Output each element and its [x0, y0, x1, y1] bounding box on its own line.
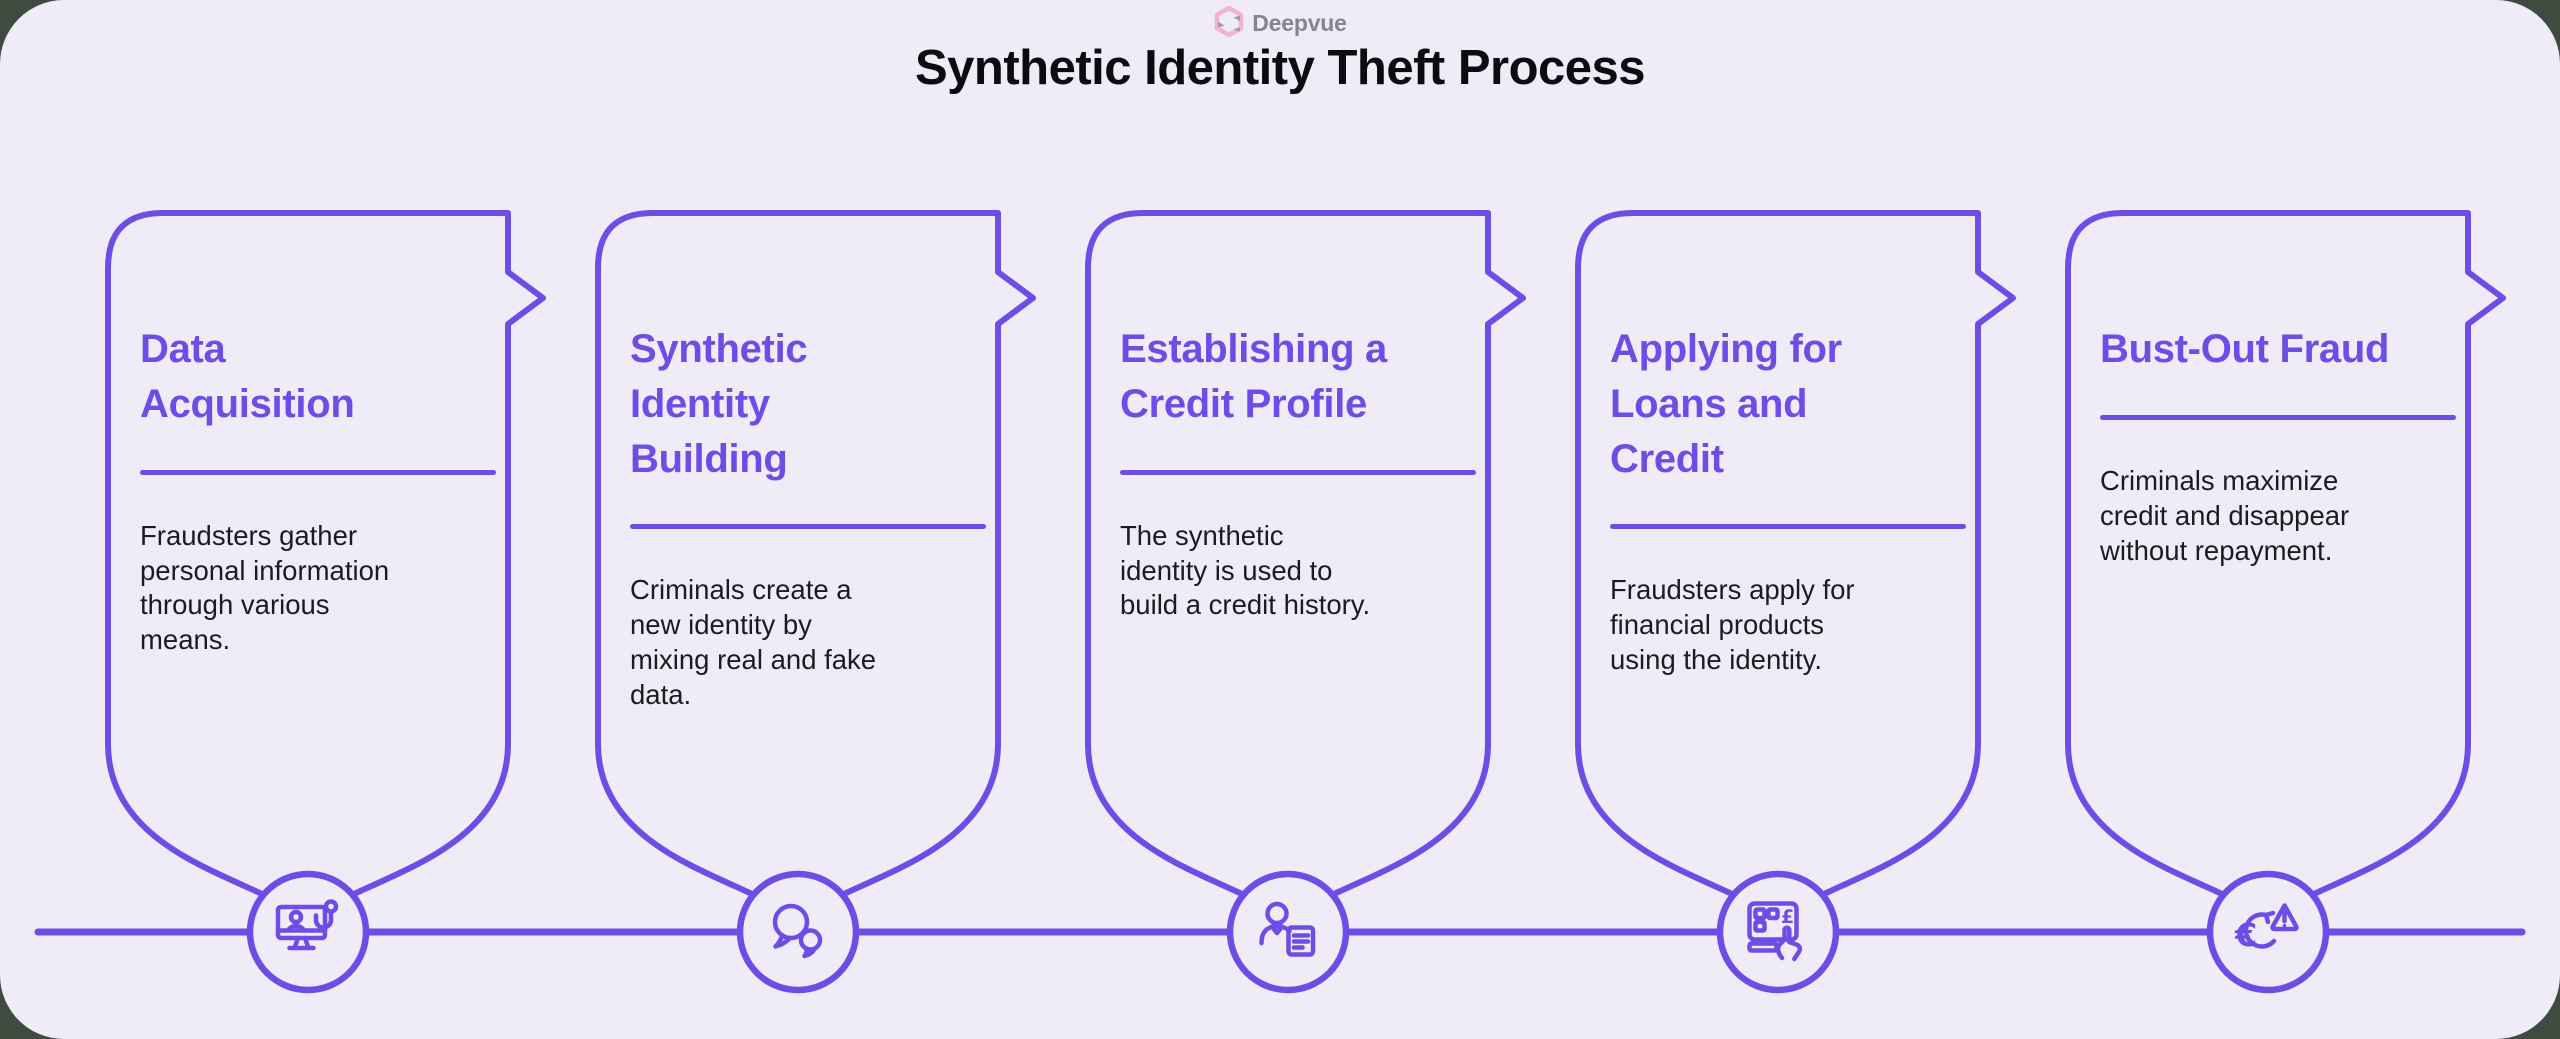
phishing-monitor-icon [275, 899, 339, 951]
pound-symbol: £ [1781, 906, 1794, 928]
step-card: Synthetic Identity Building Criminals cr… [630, 322, 1012, 713]
card-outline-1 [105, 210, 546, 897]
step-card: Bust-Out Fraud Criminals maximize credit… [2100, 322, 2482, 569]
step-card: Establishing a Credit Profile The synthe… [1120, 322, 1502, 623]
currency-warning-icon: € [2234, 903, 2299, 954]
card-outline-4 [1575, 210, 2016, 897]
deepvue-logo: Deepvue [0, 5, 2560, 41]
title-underline [2100, 414, 2456, 420]
step-description: The synthetic identity is used to build … [1120, 519, 1371, 621]
step-icon-circle-4 [1716, 870, 1840, 994]
person-document-icon [1259, 901, 1316, 957]
step-description: Criminals maximize credit and disappear … [2100, 464, 2350, 566]
step-description: Fraudsters apply for financial products … [1610, 574, 1855, 676]
keypad-currency-icon: £ [1747, 901, 1803, 962]
step-title: Establishing a Credit Profile [1120, 327, 1387, 426]
step-icon-circle-5 [2206, 870, 2330, 994]
title-underline [1120, 469, 1476, 475]
identity-bubbles-icon [772, 903, 823, 959]
page-title: Synthetic Identity Theft Process [914, 41, 1646, 95]
card-outline-3 [1085, 210, 1526, 897]
title-underline [1610, 524, 1966, 530]
step-title: Synthetic Identity Building [630, 327, 808, 481]
step-description: Fraudsters gather personal information t… [140, 519, 390, 656]
title-underline [630, 524, 986, 530]
card-outline-5 [2065, 210, 2506, 897]
card-outline-2 [595, 210, 1036, 897]
step-title: Applying for Loans and Credit [1610, 327, 1842, 481]
step-card: Applying for Loans and Credit Fraudsters… [1610, 322, 1992, 678]
step-title: Data Acquisition [140, 327, 355, 426]
step-card: Data Acquisition Fraudsters gather perso… [140, 322, 522, 658]
title-underline [140, 469, 496, 475]
step-icon-circle-2 [736, 870, 860, 994]
step-description: Criminals create a new identity by mixin… [630, 574, 877, 711]
deepvue-logo-icon [1215, 5, 1244, 38]
step-title: Bust-Out Fraud [2100, 327, 2390, 371]
deepvue-logo-text: Deepvue [1252, 9, 1347, 36]
